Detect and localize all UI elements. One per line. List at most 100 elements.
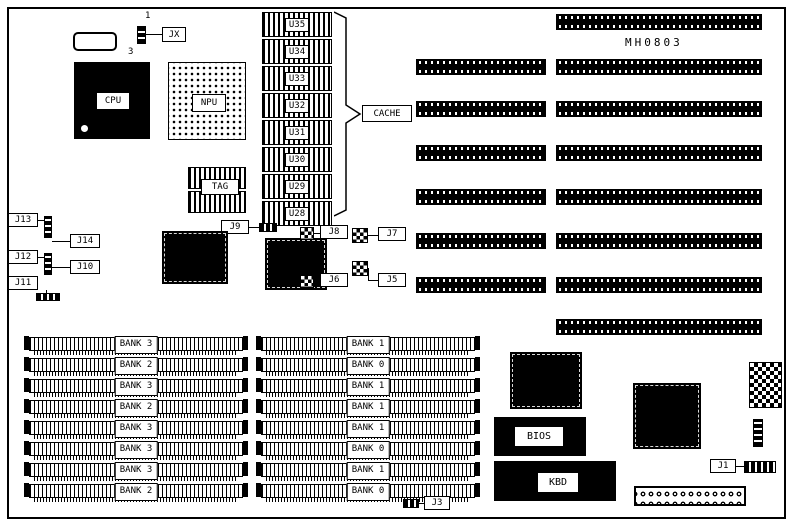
j13-label: J13 — [8, 213, 38, 227]
chip-u32: U32 — [262, 93, 332, 118]
simm-slot: BANK 3 — [24, 420, 248, 440]
bank-label: BANK 1 — [346, 462, 390, 480]
chip-u29-label: U29 — [284, 179, 310, 194]
simm-slot: BANK 2 — [24, 483, 248, 503]
j11-pin-header — [36, 293, 60, 301]
j9-label: J9 — [221, 220, 249, 234]
edge-connector — [753, 419, 763, 447]
simm-slot: BANK 2 — [24, 399, 248, 419]
bank-label: BANK 1 — [346, 420, 390, 438]
j8-label: J8 — [320, 225, 348, 239]
chip-u33-label: U33 — [284, 71, 310, 86]
j5-label: J5 — [378, 273, 406, 287]
controller-chip-1 — [162, 231, 228, 284]
chip-u29: U29 — [262, 174, 332, 199]
support-chip-1 — [510, 352, 582, 409]
bank-label: BANK 2 — [114, 357, 158, 375]
chip-u31-label: U31 — [284, 125, 310, 140]
wire — [368, 268, 369, 281]
wire — [38, 220, 44, 221]
board-model: MH0803 — [625, 36, 683, 49]
bank-label: BANK 3 — [114, 336, 158, 354]
bank-label: BANK 1 — [346, 399, 390, 417]
j10-label: J10 — [70, 260, 100, 274]
j14-label: J14 — [70, 234, 100, 248]
jx-pin-header — [137, 26, 146, 44]
wire — [52, 267, 70, 268]
chip-u28-label: U28 — [284, 206, 310, 221]
j6-jumper-block — [300, 275, 314, 288]
isa-slot-2-ext — [416, 59, 546, 75]
j1-connector — [744, 461, 776, 473]
simm-slot: BANK 2 — [24, 357, 248, 377]
j7-label: J7 — [378, 227, 406, 241]
jx-label: JX — [162, 27, 186, 42]
j13-pin-header — [44, 216, 52, 238]
wire — [368, 235, 378, 236]
wire — [249, 227, 259, 228]
simm-slot: BANK 1 — [256, 399, 480, 419]
isa-slot-3 — [556, 101, 762, 117]
isa-slot-6 — [556, 233, 762, 249]
j11-label: J11 — [8, 276, 38, 290]
chip-u30: U30 — [262, 147, 332, 172]
bank-label: BANK 1 — [346, 336, 390, 354]
chip-u28: U28 — [262, 201, 332, 226]
cache-chip-column: U35 U34 U33 U32 U31 U30 U29 U28 — [262, 12, 332, 228]
cpu-label: CPU — [96, 92, 130, 110]
bank-label: BANK 1 — [346, 378, 390, 396]
j3-pin-header — [403, 499, 419, 508]
simm-slot: BANK 1 — [256, 420, 480, 440]
npu-socket: NPU — [168, 62, 246, 140]
jx-pin1-label: 1 — [145, 11, 151, 21]
wire — [368, 280, 378, 281]
isa-slot-8 — [556, 319, 762, 335]
wire — [314, 281, 320, 282]
isa-slot-7-ext — [416, 277, 546, 293]
j7-jumper-block — [352, 228, 368, 243]
simm-slot: BANK 3 — [24, 441, 248, 461]
j9-pin-header — [259, 223, 277, 232]
cpu-pin1-dot — [81, 125, 88, 132]
bank-label: BANK 3 — [114, 462, 158, 480]
isa-slot-7 — [556, 277, 762, 293]
support-chip-2 — [633, 383, 701, 449]
chip-u35-label: U35 — [284, 17, 310, 32]
simm-slot: BANK 0 — [256, 357, 480, 377]
bank-label: BANK 3 — [114, 441, 158, 459]
simm-slot: BANK 3 — [24, 462, 248, 482]
chip-u31: U31 — [262, 120, 332, 145]
oscillator-socket — [73, 32, 117, 51]
simm-slot: BANK 0 — [256, 441, 480, 461]
controller-chip-2 — [265, 238, 327, 290]
j3-label: J3 — [424, 496, 450, 510]
isa-slot-3-ext — [416, 101, 546, 117]
wire — [146, 34, 162, 35]
chip-u35: U35 — [262, 12, 332, 37]
cache-label: CACHE — [362, 105, 412, 122]
kbd-label: KBD — [537, 472, 579, 493]
bank-label: BANK 3 — [114, 420, 158, 438]
bank-label: BANK 3 — [114, 378, 158, 396]
simm-slot: BANK 3 — [24, 336, 248, 356]
power-connector — [749, 362, 782, 408]
bios-label: BIOS — [514, 426, 564, 447]
isa-slot-5-ext — [416, 189, 546, 205]
bank-label: BANK 2 — [114, 399, 158, 417]
j5-jumper-block — [352, 261, 368, 276]
chip-u30-label: U30 — [284, 152, 310, 167]
bank-label: BANK 0 — [346, 357, 390, 375]
wire — [52, 241, 70, 242]
simm-slot: BANK 0 — [256, 483, 480, 503]
bank-label: BANK 0 — [346, 483, 390, 501]
chip-u34: U34 — [262, 39, 332, 64]
j8-jumper-block — [300, 227, 314, 240]
isa-slot-2 — [556, 59, 762, 75]
wire — [736, 466, 744, 467]
isa-slot-1 — [556, 14, 762, 30]
chip-u32-label: U32 — [284, 98, 310, 113]
wire — [419, 503, 424, 504]
simm-slot: BANK 1 — [256, 336, 480, 356]
npu-label: NPU — [192, 94, 226, 112]
